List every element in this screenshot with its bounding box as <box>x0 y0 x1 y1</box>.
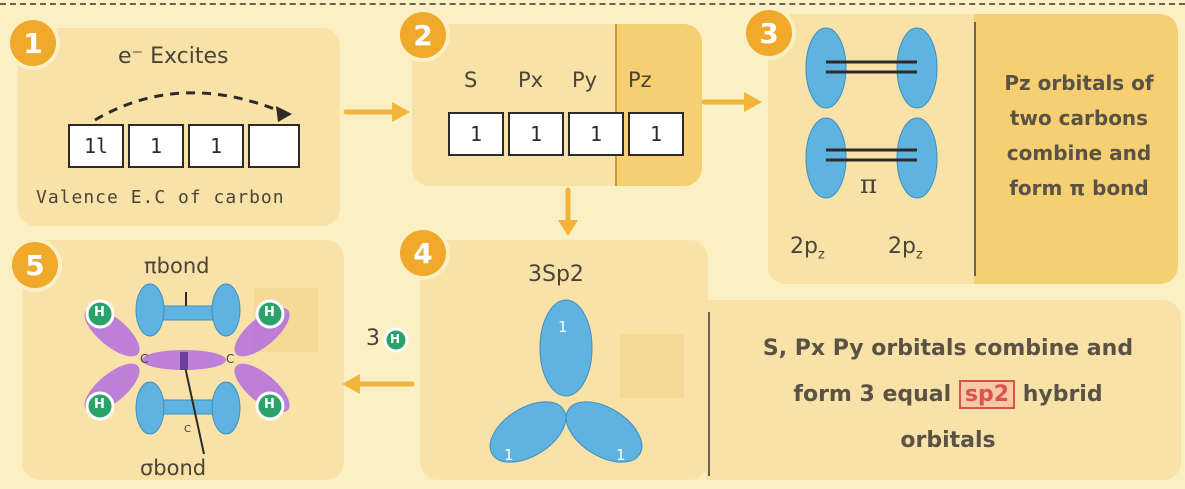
step-2-badge: 2 <box>400 12 446 58</box>
step-3-right-label: 2pz <box>888 234 923 262</box>
orbital-label-s: S <box>464 68 478 92</box>
sigma-bond-label: σbond <box>140 456 207 480</box>
orbital-label-px: Px <box>518 68 544 92</box>
step-3-divider <box>974 22 976 276</box>
electron-box: 1l <box>68 124 124 168</box>
hydrogen-atom: H <box>264 397 275 412</box>
electron-box <box>248 124 300 168</box>
step-2-pz-highlight <box>615 24 702 186</box>
carbon-atom: C <box>226 352 235 366</box>
right-orbital-name: 2p <box>888 234 916 259</box>
step-3-description: Pz orbitals of two carbons combine and f… <box>984 66 1174 206</box>
description-line: form 3 equal sp2 hybrid <box>718 372 1178 418</box>
hydrogen-atom: H <box>264 305 275 320</box>
step-3-badge: 3 <box>746 10 792 56</box>
electron-box: 1 <box>188 124 244 168</box>
description-line: orbitals <box>900 428 996 453</box>
description-line: combine and <box>1006 141 1152 165</box>
description-line: two carbons <box>1009 106 1149 130</box>
step-2-electron-boxes: 1 1 1 1 <box>448 112 688 156</box>
description-line: S, Px Py orbitals combine and <box>762 336 1134 361</box>
step-1-badge: 1 <box>10 20 56 66</box>
electron-box: 1 <box>448 112 504 156</box>
top-dashed-border <box>0 3 1185 5</box>
orbital-label-py: Py <box>572 68 598 92</box>
step-4-badge: 4 <box>400 230 446 276</box>
step-4-divider <box>708 312 710 476</box>
lobe-label-right: 1 <box>616 446 626 464</box>
description-fragment: form 3 equal <box>793 382 952 407</box>
carbon-atom: C <box>184 424 191 435</box>
electron-box: 1 <box>568 112 624 156</box>
hydrogen-atom: H <box>94 305 105 320</box>
hydrogen-atom: H <box>390 332 401 346</box>
lobe-label-left: 1 <box>504 446 514 464</box>
orbital-label-pz: Pz <box>628 68 652 92</box>
step-4-description: S, Px Py orbitals combine and form 3 equ… <box>718 326 1178 464</box>
sp2-highlight-box: sp2 <box>958 380 1016 409</box>
step-1-title: e⁻ Excites <box>118 44 229 69</box>
step-4-title: 3Sp2 <box>528 262 584 287</box>
step-5-badge: 5 <box>12 242 58 288</box>
hydrogen-count: 3 <box>366 326 380 351</box>
step-3-pi-symbol: π <box>860 170 878 200</box>
carbon-atom: C <box>140 352 149 366</box>
description-fragment: hybrid <box>1022 382 1103 407</box>
pi-bond-label: πbond <box>144 254 210 278</box>
electron-box: 1 <box>508 112 564 156</box>
electron-box: 1 <box>628 112 684 156</box>
left-orbital-name: 2p <box>790 234 818 259</box>
step-1-caption: Valence E.C of carbon <box>36 187 285 208</box>
left-orbital-subscript: z <box>817 247 825 263</box>
hydrogen-atom: H <box>94 397 105 412</box>
step-4-description-panel <box>706 300 1181 480</box>
description-line: Pz orbitals of <box>1004 71 1154 95</box>
lobe-label-top: 1 <box>558 318 568 336</box>
step-3-left-label: 2pz <box>790 234 825 262</box>
right-orbital-subscript: z <box>915 247 923 263</box>
watermark-icon <box>620 334 684 398</box>
description-line: form π bond <box>1009 176 1149 200</box>
step-1-electron-boxes: 1l 1 1 <box>68 124 304 168</box>
electron-box: 1 <box>128 124 184 168</box>
